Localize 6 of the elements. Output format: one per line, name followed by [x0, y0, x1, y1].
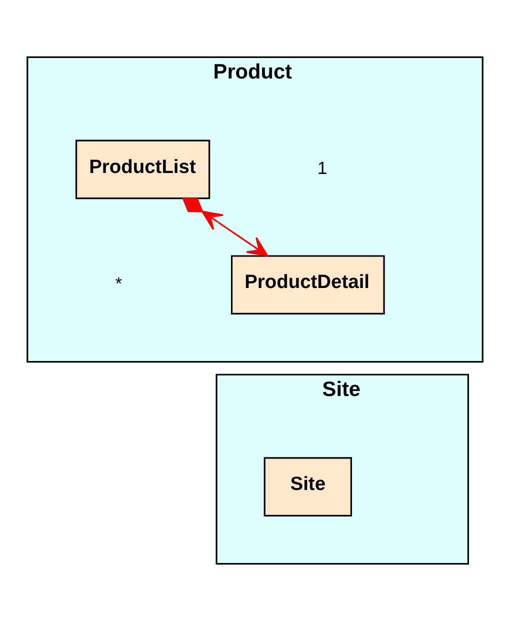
node-box: Site: [264, 456, 352, 516]
arrow: [182, 197, 268, 256]
node-box: ProductList: [75, 139, 210, 199]
label: *: [115, 272, 122, 293]
node-box: ProductDetail: [230, 254, 385, 314]
label: 1: [317, 157, 328, 178]
